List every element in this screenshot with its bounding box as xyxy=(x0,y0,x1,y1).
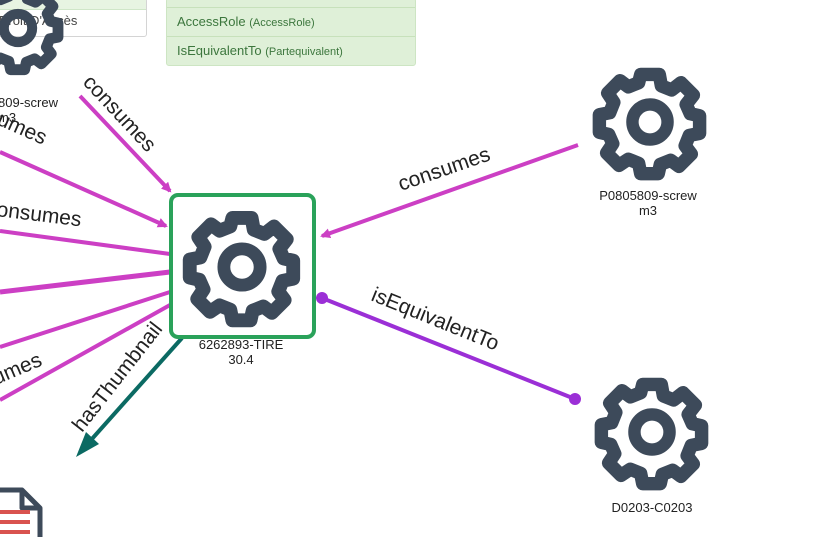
edge-consumes-left-4[interactable] xyxy=(0,290,171,349)
node-label-line2: 30.4 xyxy=(228,352,253,367)
relation-sublabel: (AccessRole) xyxy=(249,17,315,29)
gear-icon xyxy=(0,0,58,70)
gear-icon xyxy=(599,74,699,173)
consumes-edges xyxy=(0,94,579,402)
relation-item-isequivalentto[interactable]: IsEquivalentTo (Partequivalent) xyxy=(167,36,415,65)
edge-endpoint xyxy=(316,292,328,304)
relations-list: AccessRole (AccessRole) IsEquivalentTo (… xyxy=(166,0,416,66)
node-thumbnail-document[interactable] xyxy=(0,487,43,537)
has-thumbnail-edge[interactable] xyxy=(76,336,184,457)
node-bottom-right[interactable]: D0203-C0203 xyxy=(601,384,701,515)
node-info-panel: Droit D'Accès xyxy=(0,0,147,37)
is-equivalent-edge[interactable] xyxy=(316,292,581,405)
edge-consumes-left-3[interactable] xyxy=(0,269,171,295)
node-top-left[interactable]: 809-screw m3 xyxy=(0,0,59,125)
edge-consumes-left-5[interactable] xyxy=(0,303,171,402)
panel-row xyxy=(0,0,146,10)
edge-consumes-left-1[interactable] xyxy=(0,150,168,228)
edge-label-consumes-left-3: umes xyxy=(0,348,45,389)
relation-label: IsEquivalentTo xyxy=(177,43,262,58)
edge-label-consumes-top: consumes xyxy=(78,71,160,157)
node-label-line1: P0805809-screw xyxy=(599,188,697,203)
node-center-selected[interactable]: 6262893-TIRE 30.4 xyxy=(169,193,316,367)
edge-consumes-left-2[interactable] xyxy=(0,229,171,256)
edge-label-consumes-left-2: onsumes xyxy=(0,198,83,231)
node-label-line2: m3 xyxy=(0,110,16,125)
edge-consumes-right[interactable] xyxy=(320,143,579,239)
node-label-line1: 6262893-TIRE xyxy=(199,337,284,352)
edge-consumes-top[interactable] xyxy=(78,94,172,193)
gear-icon xyxy=(601,384,701,483)
node-label-line2: m3 xyxy=(639,203,657,218)
node-label-line1: 809-screw xyxy=(0,95,59,110)
relation-item-accessrole[interactable]: AccessRole (AccessRole) xyxy=(167,7,415,36)
node-label-line1: D0203-C0203 xyxy=(612,500,693,515)
edge-label-consumes-right: consumes xyxy=(395,143,493,196)
relation-label: AccessRole xyxy=(177,14,246,29)
node-right[interactable]: P0805809-screw m3 xyxy=(599,74,699,218)
document-icon xyxy=(0,487,43,537)
edge-endpoint xyxy=(569,393,581,405)
relation-sublabel: (Partequivalent) xyxy=(265,46,343,58)
